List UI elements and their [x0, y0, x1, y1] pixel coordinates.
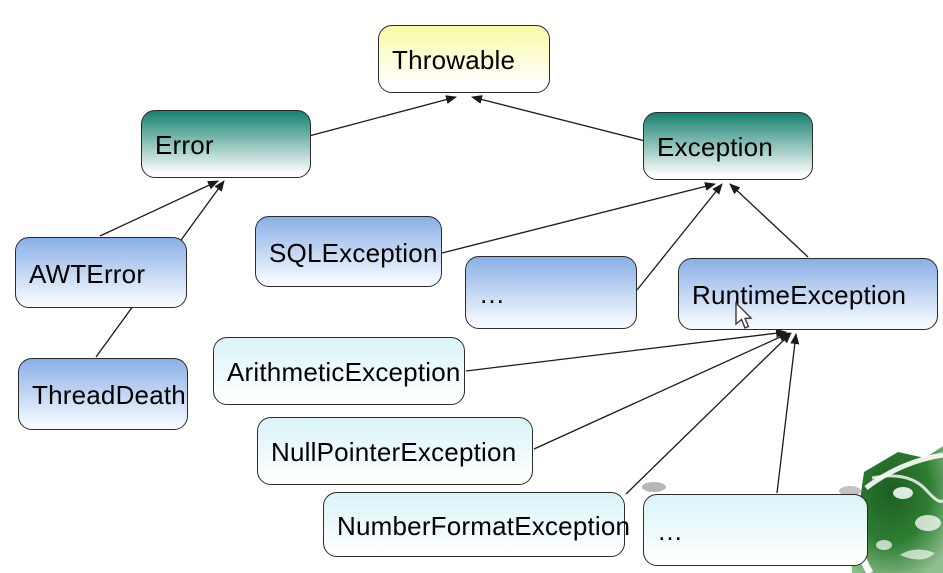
edge-sqlexception-to-exception [441, 182, 716, 254]
node-label: Throwable [392, 45, 516, 75]
edge-error-to-throwable [308, 95, 457, 137]
node-label: … [657, 516, 684, 546]
edge-numberformatexception-to-runtimeexception [625, 332, 792, 495]
edge-ellipsis-mid-to-exception [636, 183, 723, 291]
node-awterror: AWTError [15, 237, 187, 308]
edge-ellipsis-bottom-to-runtimeexception [776, 333, 800, 494]
shadow-smudges [642, 482, 861, 496]
edge-exception-to-throwable [471, 95, 646, 142]
node-label: NullPointerException [271, 437, 517, 467]
node-label: Error [155, 130, 214, 160]
node-ellipsis-bottom: … [643, 494, 868, 566]
node-label: RuntimeException [692, 280, 907, 310]
node-arithmeticexception: ArithmeticException [213, 337, 465, 405]
node-numberformatexception: NumberFormatException [323, 492, 630, 557]
node-label: ArithmeticException [227, 357, 461, 387]
node-threaddeath: ThreadDeath [18, 358, 188, 430]
node-label: AWTError [29, 258, 146, 289]
node-exception: Exception [643, 112, 813, 180]
node-nullpointerexception: NullPointerException [257, 417, 533, 485]
edge-runtimeexception-to-exception [729, 183, 809, 258]
node-ellipsis-mid: … [465, 256, 637, 329]
node-sqlexception: SQLException [255, 216, 442, 287]
node-label: ThreadDeath [32, 380, 186, 410]
node-error: Error [141, 110, 311, 178]
node-label: … [479, 278, 506, 309]
edge-nullpointerexception-to-runtimeexception [533, 332, 790, 450]
node-throwable: Throwable [378, 25, 550, 93]
node-label: NumberFormatException [337, 510, 631, 541]
edge-arithmeticexception-to-runtimeexception [465, 328, 787, 372]
node-runtimeexception: RuntimeException [678, 258, 938, 330]
node-label: SQLException [269, 237, 438, 268]
node-label: Exception [657, 132, 773, 162]
edge-awterror-to-error [99, 180, 219, 237]
